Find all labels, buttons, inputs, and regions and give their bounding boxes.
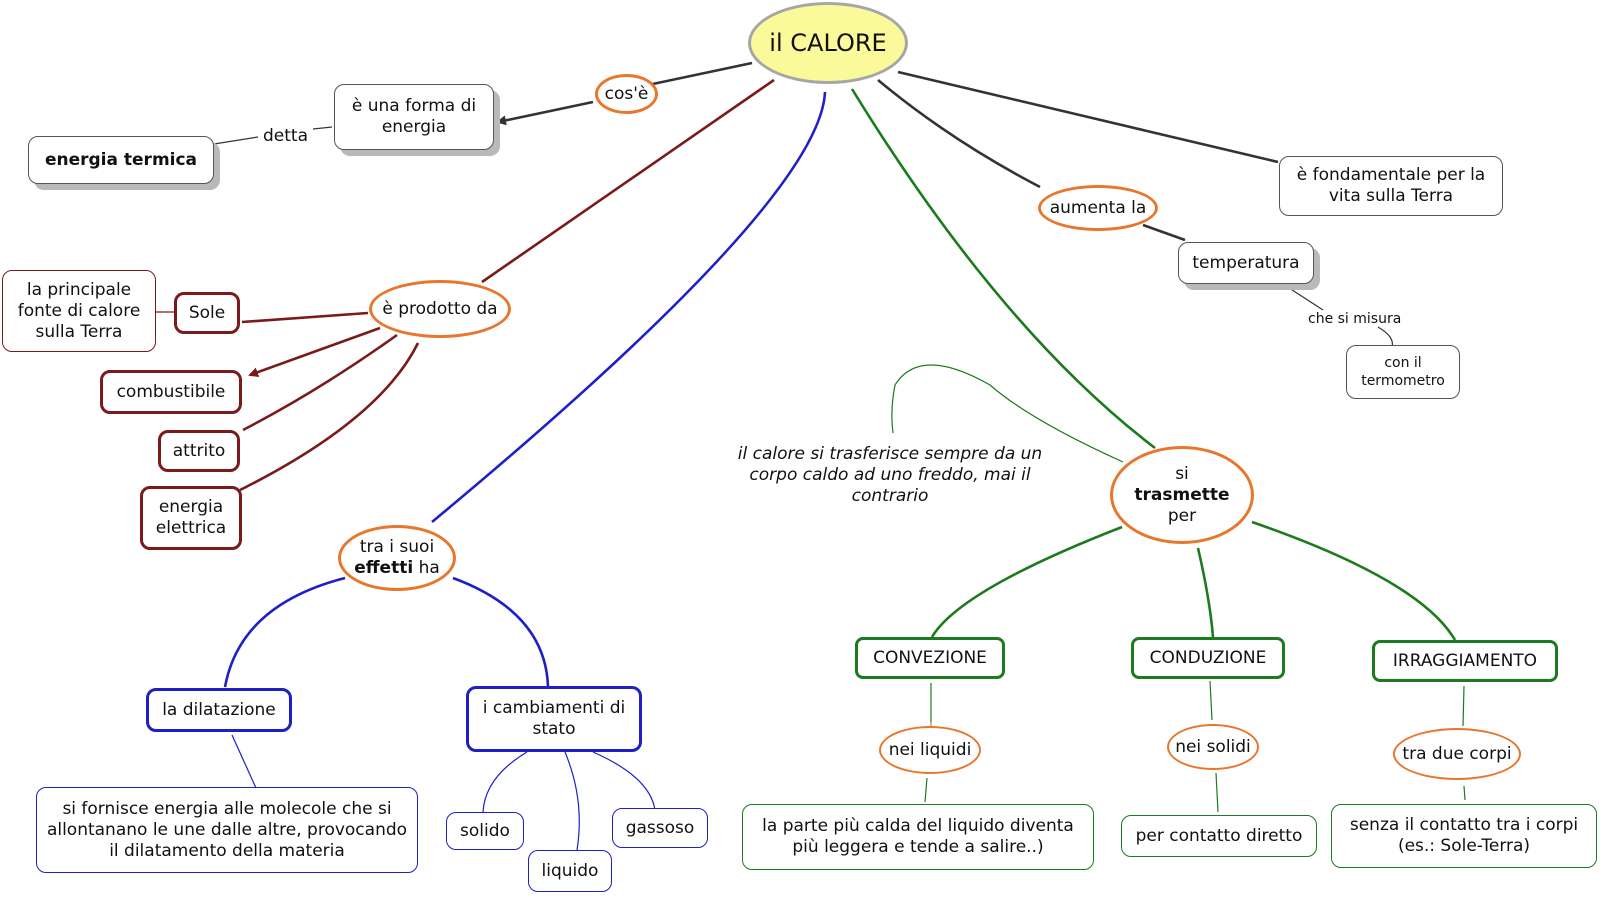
link-nei-liquidi[interactable]: nei liquidi (879, 726, 981, 774)
concept-energia-termica[interactable]: energia termica (28, 136, 214, 184)
concept-temperatura[interactable]: temperatura (1178, 242, 1314, 284)
concept-convezione-desc[interactable]: la parte più calda del liquido diventa p… (742, 804, 1094, 870)
link-prodotto-da[interactable]: è prodotto da (369, 280, 511, 338)
concept-energia-elettrica[interactable]: energia elettrica (140, 486, 242, 550)
concept-cambiamenti[interactable]: i cambiamenti di stato (466, 686, 642, 752)
concept-conduzione[interactable]: CONDUZIONE (1131, 637, 1285, 679)
concept-irraggiamento[interactable]: IRRAGGIAMENTO (1372, 640, 1558, 682)
concept-principale-fonte[interactable]: la principale fonte di calore sulla Terr… (2, 270, 156, 352)
concept-dilatazione-desc[interactable]: si fornisce energia alle molecole che si… (36, 787, 418, 873)
concept-dilatazione[interactable]: la dilatazione (146, 688, 292, 732)
concept-forma-energia[interactable]: è una forma di energia (334, 84, 494, 150)
concept-attrito[interactable]: attrito (158, 430, 240, 472)
note-trasferimento: il calore si trasferisce sempre da un co… (737, 444, 1043, 506)
root-node-calore[interactable]: il CALORE (748, 2, 908, 84)
link-aumenta[interactable]: aumenta la (1038, 185, 1158, 231)
concept-irraggiamento-desc[interactable]: senza il contatto tra i corpi (es.: Sole… (1331, 804, 1597, 868)
link-detta: detta (263, 126, 308, 146)
link-cose[interactable]: cos'è (595, 74, 658, 114)
concept-conduzione-desc[interactable]: per contatto diretto (1121, 815, 1317, 857)
concept-sole[interactable]: Sole (174, 292, 240, 334)
concept-termometro[interactable]: con il termometro (1346, 345, 1460, 399)
link-nei-solidi[interactable]: nei solidi (1167, 724, 1259, 770)
concept-gassoso[interactable]: gassoso (612, 808, 708, 848)
concept-liquido[interactable]: liquido (528, 850, 612, 892)
link-tra-due-corpi[interactable]: tra due corpi (1393, 728, 1521, 780)
concept-combustibile[interactable]: combustibile (100, 370, 242, 414)
concept-solido[interactable]: solido (446, 812, 524, 850)
concept-convezione[interactable]: CONVEZIONE (855, 637, 1005, 679)
link-si-misura: che si misura (1308, 311, 1402, 327)
root-label: il CALORE (769, 28, 887, 57)
concept-fondamentale[interactable]: è fondamentale per la vita sulla Terra (1279, 156, 1503, 216)
